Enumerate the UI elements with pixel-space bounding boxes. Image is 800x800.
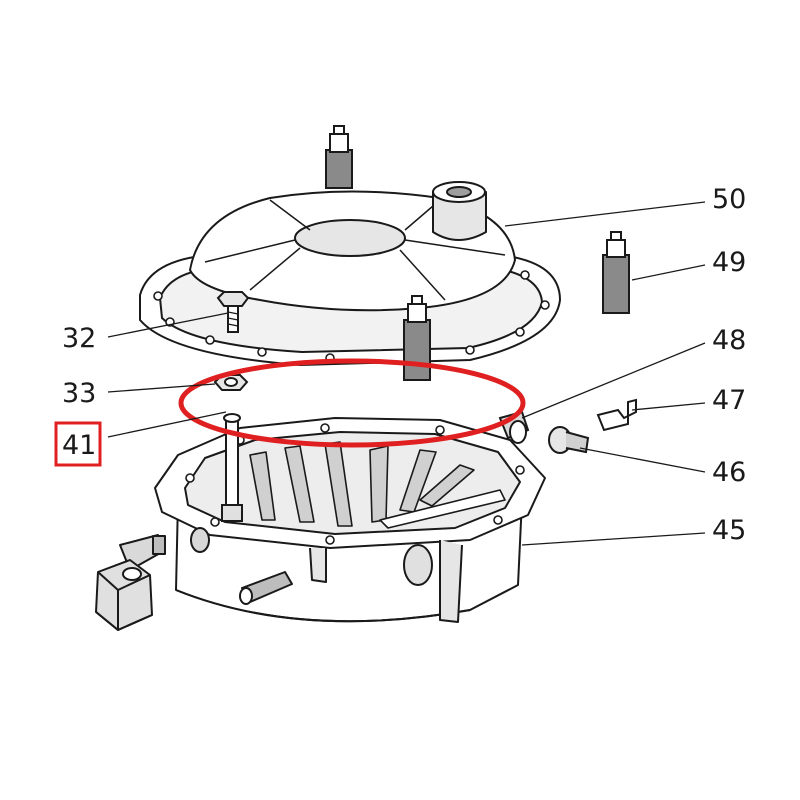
label-33: 33 [62, 378, 96, 409]
leader-line-46 [579, 447, 706, 473]
part-49-probe[interactable] [602, 231, 630, 314]
part-46-plug[interactable] [548, 426, 590, 454]
leader-line-41 [107, 411, 227, 438]
leader-line-48 [521, 342, 706, 419]
leader-line-45 [521, 532, 706, 546]
label-48: 48 [712, 325, 746, 356]
label-47: 47 [712, 385, 746, 416]
leader-line-32 [107, 312, 229, 338]
leader-line-47 [631, 402, 706, 411]
label-49: 49 [712, 247, 746, 278]
label-50: 50 [712, 184, 746, 215]
leader-line-33 [107, 383, 216, 393]
part-50-boiler-cover[interactable] [139, 181, 561, 366]
label-32: 32 [62, 323, 96, 354]
part-41-stud[interactable] [221, 413, 243, 522]
gasket-ring-highlight [178, 358, 526, 448]
probe-front-electrode [403, 295, 431, 381]
leader-line-49 [631, 264, 706, 281]
label-41-highlight-box [54, 421, 102, 467]
label-41[interactable]: 41 [62, 430, 96, 461]
part-32-bolt[interactable] [216, 291, 250, 333]
label-45: 45 [712, 515, 746, 546]
label-46: 46 [712, 457, 746, 488]
probe-top-electrode [325, 125, 353, 189]
part-47-bracket[interactable] [596, 398, 637, 432]
part-45-boiler-housing[interactable] [95, 417, 546, 631]
leader-lines [107, 201, 706, 546]
leader-line-50 [504, 201, 706, 227]
